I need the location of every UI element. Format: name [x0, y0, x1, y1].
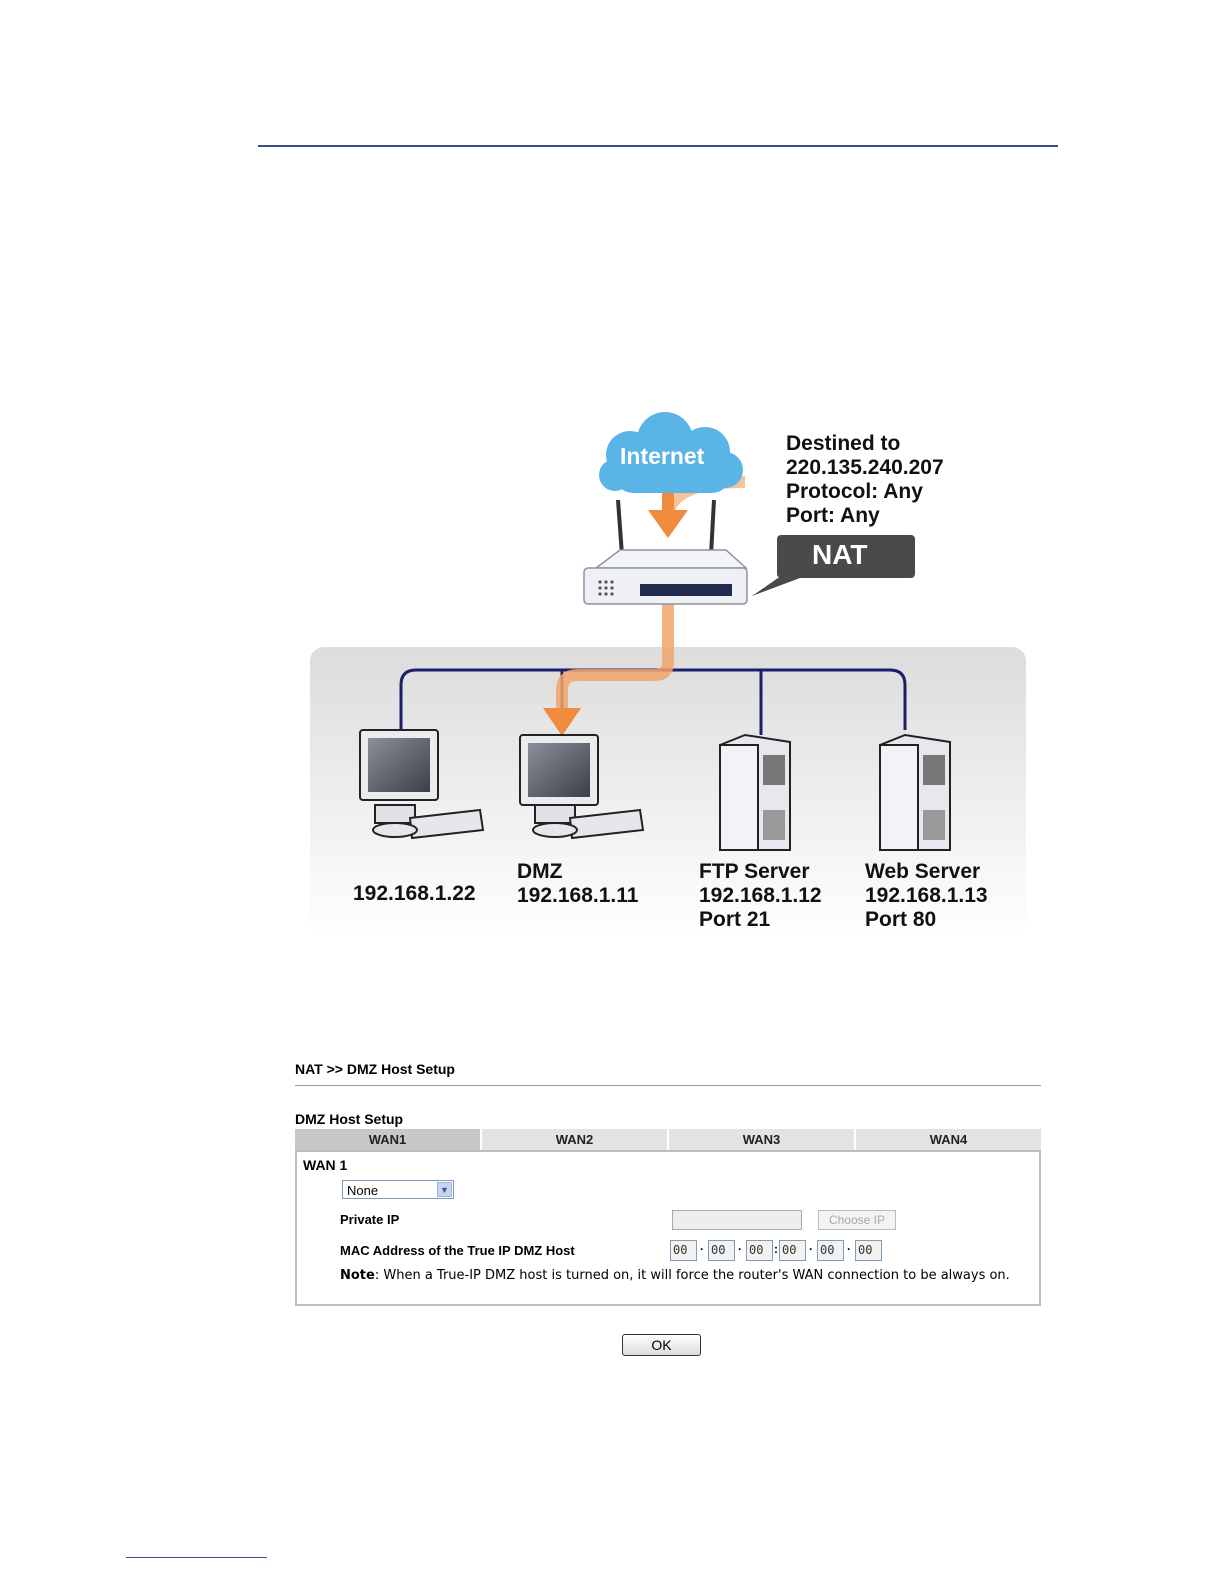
breadcrumb: NAT >> DMZ Host Setup [295, 1061, 455, 1077]
tab-wan3[interactable]: WAN3 [669, 1129, 856, 1150]
mac-octet-6[interactable]: 00 [855, 1240, 882, 1261]
mac-separator: · [700, 1242, 704, 1256]
web-server-label: Web Server 192.168.1.13 Port 80 [865, 860, 988, 932]
tab-wan1[interactable]: WAN1 [295, 1129, 482, 1150]
diagram-graphics [310, 412, 1026, 937]
mac-octet-3[interactable]: 00 [746, 1240, 773, 1261]
destination-line: 220.135.240.207 [786, 456, 944, 479]
server-icon-web [879, 733, 951, 851]
web-ip: 192.168.1.13 [865, 884, 988, 907]
ftp-port: Port 21 [699, 908, 771, 931]
tab-wan2[interactable]: WAN2 [482, 1129, 669, 1150]
lan-backdrop [310, 647, 1026, 937]
dmz-forward-path [556, 600, 674, 710]
dmz-arrow-head [543, 708, 581, 736]
mac-octet-5[interactable]: 00 [817, 1240, 844, 1261]
private-ip-input[interactable] [672, 1210, 802, 1230]
chevron-down-icon[interactable]: ▼ [437, 1182, 452, 1197]
ok-button[interactable]: OK [622, 1334, 701, 1356]
mac-address-label: MAC Address of the True IP DMZ Host [340, 1243, 575, 1258]
ftp-ip: 192.168.1.12 [699, 884, 822, 907]
section-title: DMZ Host Setup [295, 1111, 404, 1127]
dmz-network-diagram: Internet NAT Destined to 220.135.240.207… [300, 400, 1040, 945]
web-port: Port 80 [865, 908, 937, 931]
wan1-panel: WAN 1 None ▼ Private IP Choose IP MAC Ad… [295, 1150, 1041, 1306]
dmz-mode-value: None [347, 1183, 379, 1198]
internet-cloud-icon [599, 412, 743, 493]
mac-octet-2[interactable]: 00 [708, 1240, 735, 1261]
true-ip-note: Note: When a True-IP DMZ host is turned … [340, 1267, 1020, 1284]
dmz-host-label: DMZ 192.168.1.11 [517, 860, 638, 908]
internet-label: Internet [620, 443, 705, 469]
mac-separator: · [847, 1242, 851, 1256]
router-icon [583, 499, 748, 605]
panel-title: WAN 1 [303, 1157, 348, 1173]
wan-tabs: WAN1 WAN2 WAN3 WAN4 [295, 1129, 1041, 1150]
dmz-mode-select[interactable]: None ▼ [342, 1180, 454, 1199]
dmz-ip: 192.168.1.11 [517, 884, 639, 907]
mac-separator: · [809, 1242, 813, 1256]
footer-rule [126, 1557, 267, 1558]
choose-ip-button[interactable]: Choose IP [818, 1210, 896, 1230]
nat-callout-box [752, 535, 915, 596]
private-ip-label: Private IP [340, 1212, 400, 1227]
pc-icon-host1 [359, 729, 485, 840]
tab-wan4[interactable]: WAN4 [856, 1129, 1041, 1150]
mac-octet-4[interactable]: 00 [779, 1240, 806, 1261]
destination-info: Destined to 220.135.240.207 Protocol: An… [786, 432, 944, 528]
host1-ip: 192.168.1.22 [353, 882, 476, 905]
pc-icon-dmz [519, 734, 645, 840]
router-arrow-head [648, 510, 688, 538]
web-title: Web Server [865, 860, 981, 883]
destination-line: Destined to [786, 432, 901, 455]
note-text: : When a True-IP DMZ host is turned on, … [374, 1268, 1010, 1283]
destination-line: Protocol: Any [786, 480, 923, 503]
dmz-title: DMZ [517, 860, 563, 883]
breadcrumb-divider [295, 1085, 1041, 1086]
mac-separator: · [738, 1242, 742, 1256]
mac-separator: : [774, 1242, 778, 1256]
dmz-host-setup-page: NAT >> DMZ Host Setup DMZ Host Setup WAN… [295, 1058, 1041, 1356]
note-prefix: Note [340, 1268, 375, 1283]
ftp-server-label: FTP Server 192.168.1.12 Port 21 [699, 860, 822, 932]
mac-octet-1[interactable]: 00 [670, 1240, 697, 1261]
header-rule [258, 145, 1058, 147]
server-icon-ftp [719, 733, 791, 851]
destination-line: Port: Any [786, 504, 880, 527]
host1-label: 192.168.1.22 [353, 882, 476, 906]
ftp-title: FTP Server [699, 860, 810, 883]
nat-label: NAT [812, 539, 868, 570]
